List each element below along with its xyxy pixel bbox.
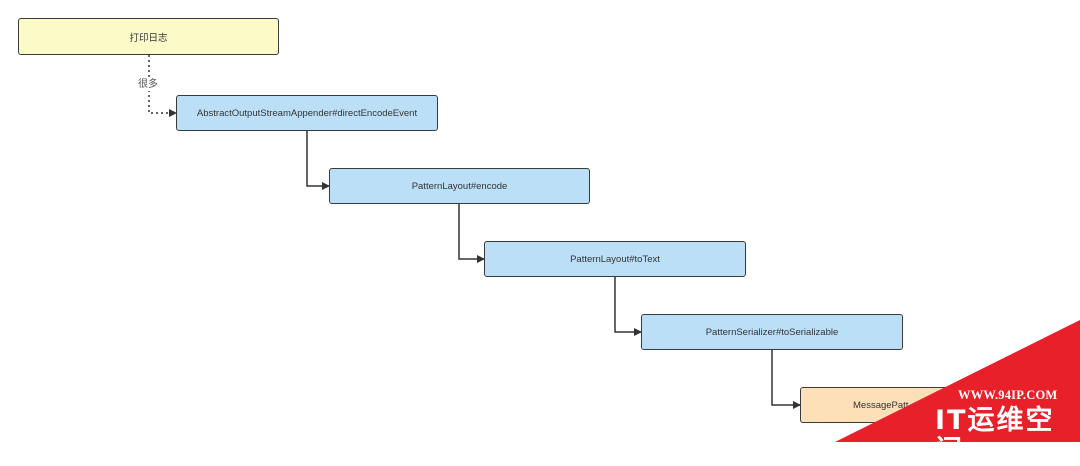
connector-layer: [148, 55, 801, 409]
edge-log-to-appender: [148, 55, 177, 117]
edge-serializer-to-message: [771, 350, 801, 409]
watermark-url: WWW.94IP.COM: [958, 388, 1058, 402]
node-print-log[interactable]: 打印日志: [18, 18, 279, 55]
watermark-name: IT运维空间: [935, 405, 1055, 466]
edge-label-many: 很多: [137, 79, 159, 91]
edge-totext-to-serializer: [614, 277, 642, 336]
node-pattern-layout-to-text[interactable]: PatternLayout#toText: [484, 241, 746, 277]
edge-appender-to-encode: [306, 131, 330, 190]
node-pattern-serializer-to-serializable[interactable]: PatternSerializer#toSerializable: [641, 314, 903, 350]
node-pattern-layout-encode[interactable]: PatternLayout#encode: [329, 168, 590, 204]
watermark-banner: [835, 320, 1080, 442]
edge-encode-to-totext: [458, 204, 485, 263]
node-appender-direct-encode-event[interactable]: AbstractOutputStreamAppender#directEncod…: [176, 95, 438, 131]
